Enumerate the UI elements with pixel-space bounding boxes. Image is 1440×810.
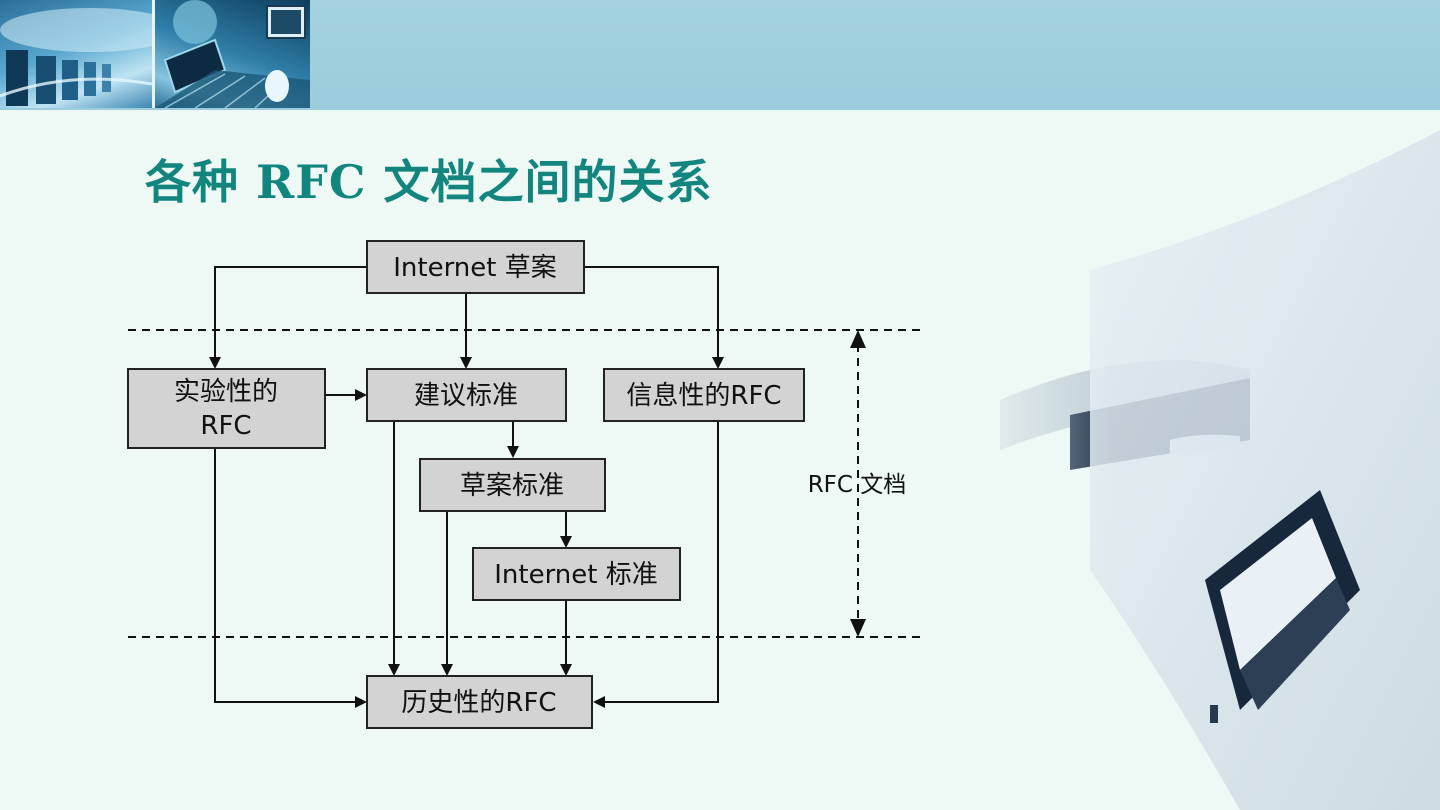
node-internet-draft-label: Internet 草案: [393, 253, 557, 283]
printer-decoration: [940, 110, 1440, 810]
node-proposed-standard-label: 建议标准: [414, 381, 518, 411]
edge-informational-to-historic: [593, 421, 719, 708]
network-servers-thumbnail: [0, 0, 152, 108]
node-experimental-rfc-label-line1: 实验性的: [174, 377, 278, 407]
edge-draft-to-experimental: [209, 266, 367, 369]
node-informational-rfc-label: 信息性的RFC: [626, 381, 781, 411]
range-down-arrow-icon: [850, 619, 866, 637]
node-proposed-standard: 建议标准: [366, 368, 567, 422]
rfc-range-label: RFC 文档: [808, 472, 907, 498]
node-internet-standard-label: Internet 标准: [494, 560, 658, 590]
laptop-icon: [155, 0, 310, 108]
server-rack-icon: [0, 8, 152, 106]
page-title: 各种 RFC 文档之间的关系: [145, 155, 713, 209]
node-experimental-rfc: 实验性的 RFC: [127, 368, 326, 449]
thumbnail-divider: [152, 0, 155, 108]
node-historic-rfc-label: 历史性的RFC: [401, 688, 556, 718]
range-up-arrow-icon: [850, 330, 866, 348]
edge-draft-to-informational: [584, 266, 724, 369]
node-draft-standard-label: 草案标准: [460, 471, 564, 501]
header-band: [0, 0, 1440, 110]
edge-experimental-to-historic: [214, 448, 367, 708]
node-experimental-rfc-label-line2: RFC: [200, 411, 251, 441]
laptop-network-thumbnail: [155, 0, 310, 108]
node-informational-rfc: 信息性的RFC: [603, 368, 805, 422]
node-internet-draft: Internet 草案: [366, 240, 585, 294]
node-internet-standard: Internet 标准: [472, 547, 681, 601]
node-historic-rfc: 历史性的RFC: [366, 675, 593, 729]
node-draft-standard: 草案标准: [419, 458, 606, 512]
